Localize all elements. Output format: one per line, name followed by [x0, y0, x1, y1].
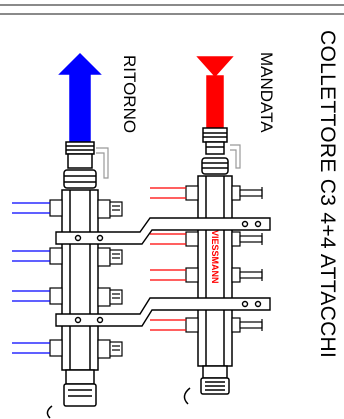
supply-valve [202, 127, 228, 143]
return-pipe [69, 73, 91, 143]
bracket-upper [55, 217, 271, 245]
top-rule [0, 13, 344, 15]
supply-circuit-lines [150, 187, 186, 331]
return-outlets [49, 199, 63, 357]
return-circuit-lines [12, 202, 50, 354]
supply-pipe [206, 75, 224, 129]
bracket-lower [55, 297, 271, 327]
return-valve-lever [96, 147, 109, 179]
supply-outlets [185, 185, 199, 333]
top-rule [0, 4, 344, 6]
return-actuators [97, 199, 123, 359]
return-arrow-head [58, 52, 102, 75]
supply-arrow-head [196, 56, 234, 78]
return-manifold-body [61, 189, 99, 371]
return-valve [65, 141, 95, 155]
return-manifold [12, 52, 123, 419]
mounting-brackets [55, 217, 271, 327]
supply-valve-knobs [231, 185, 263, 333]
supply-manifold: VIESSMANN [150, 56, 263, 405]
supply-valve-lever [230, 144, 241, 169]
brand-label: VIESSMANN [210, 230, 220, 284]
